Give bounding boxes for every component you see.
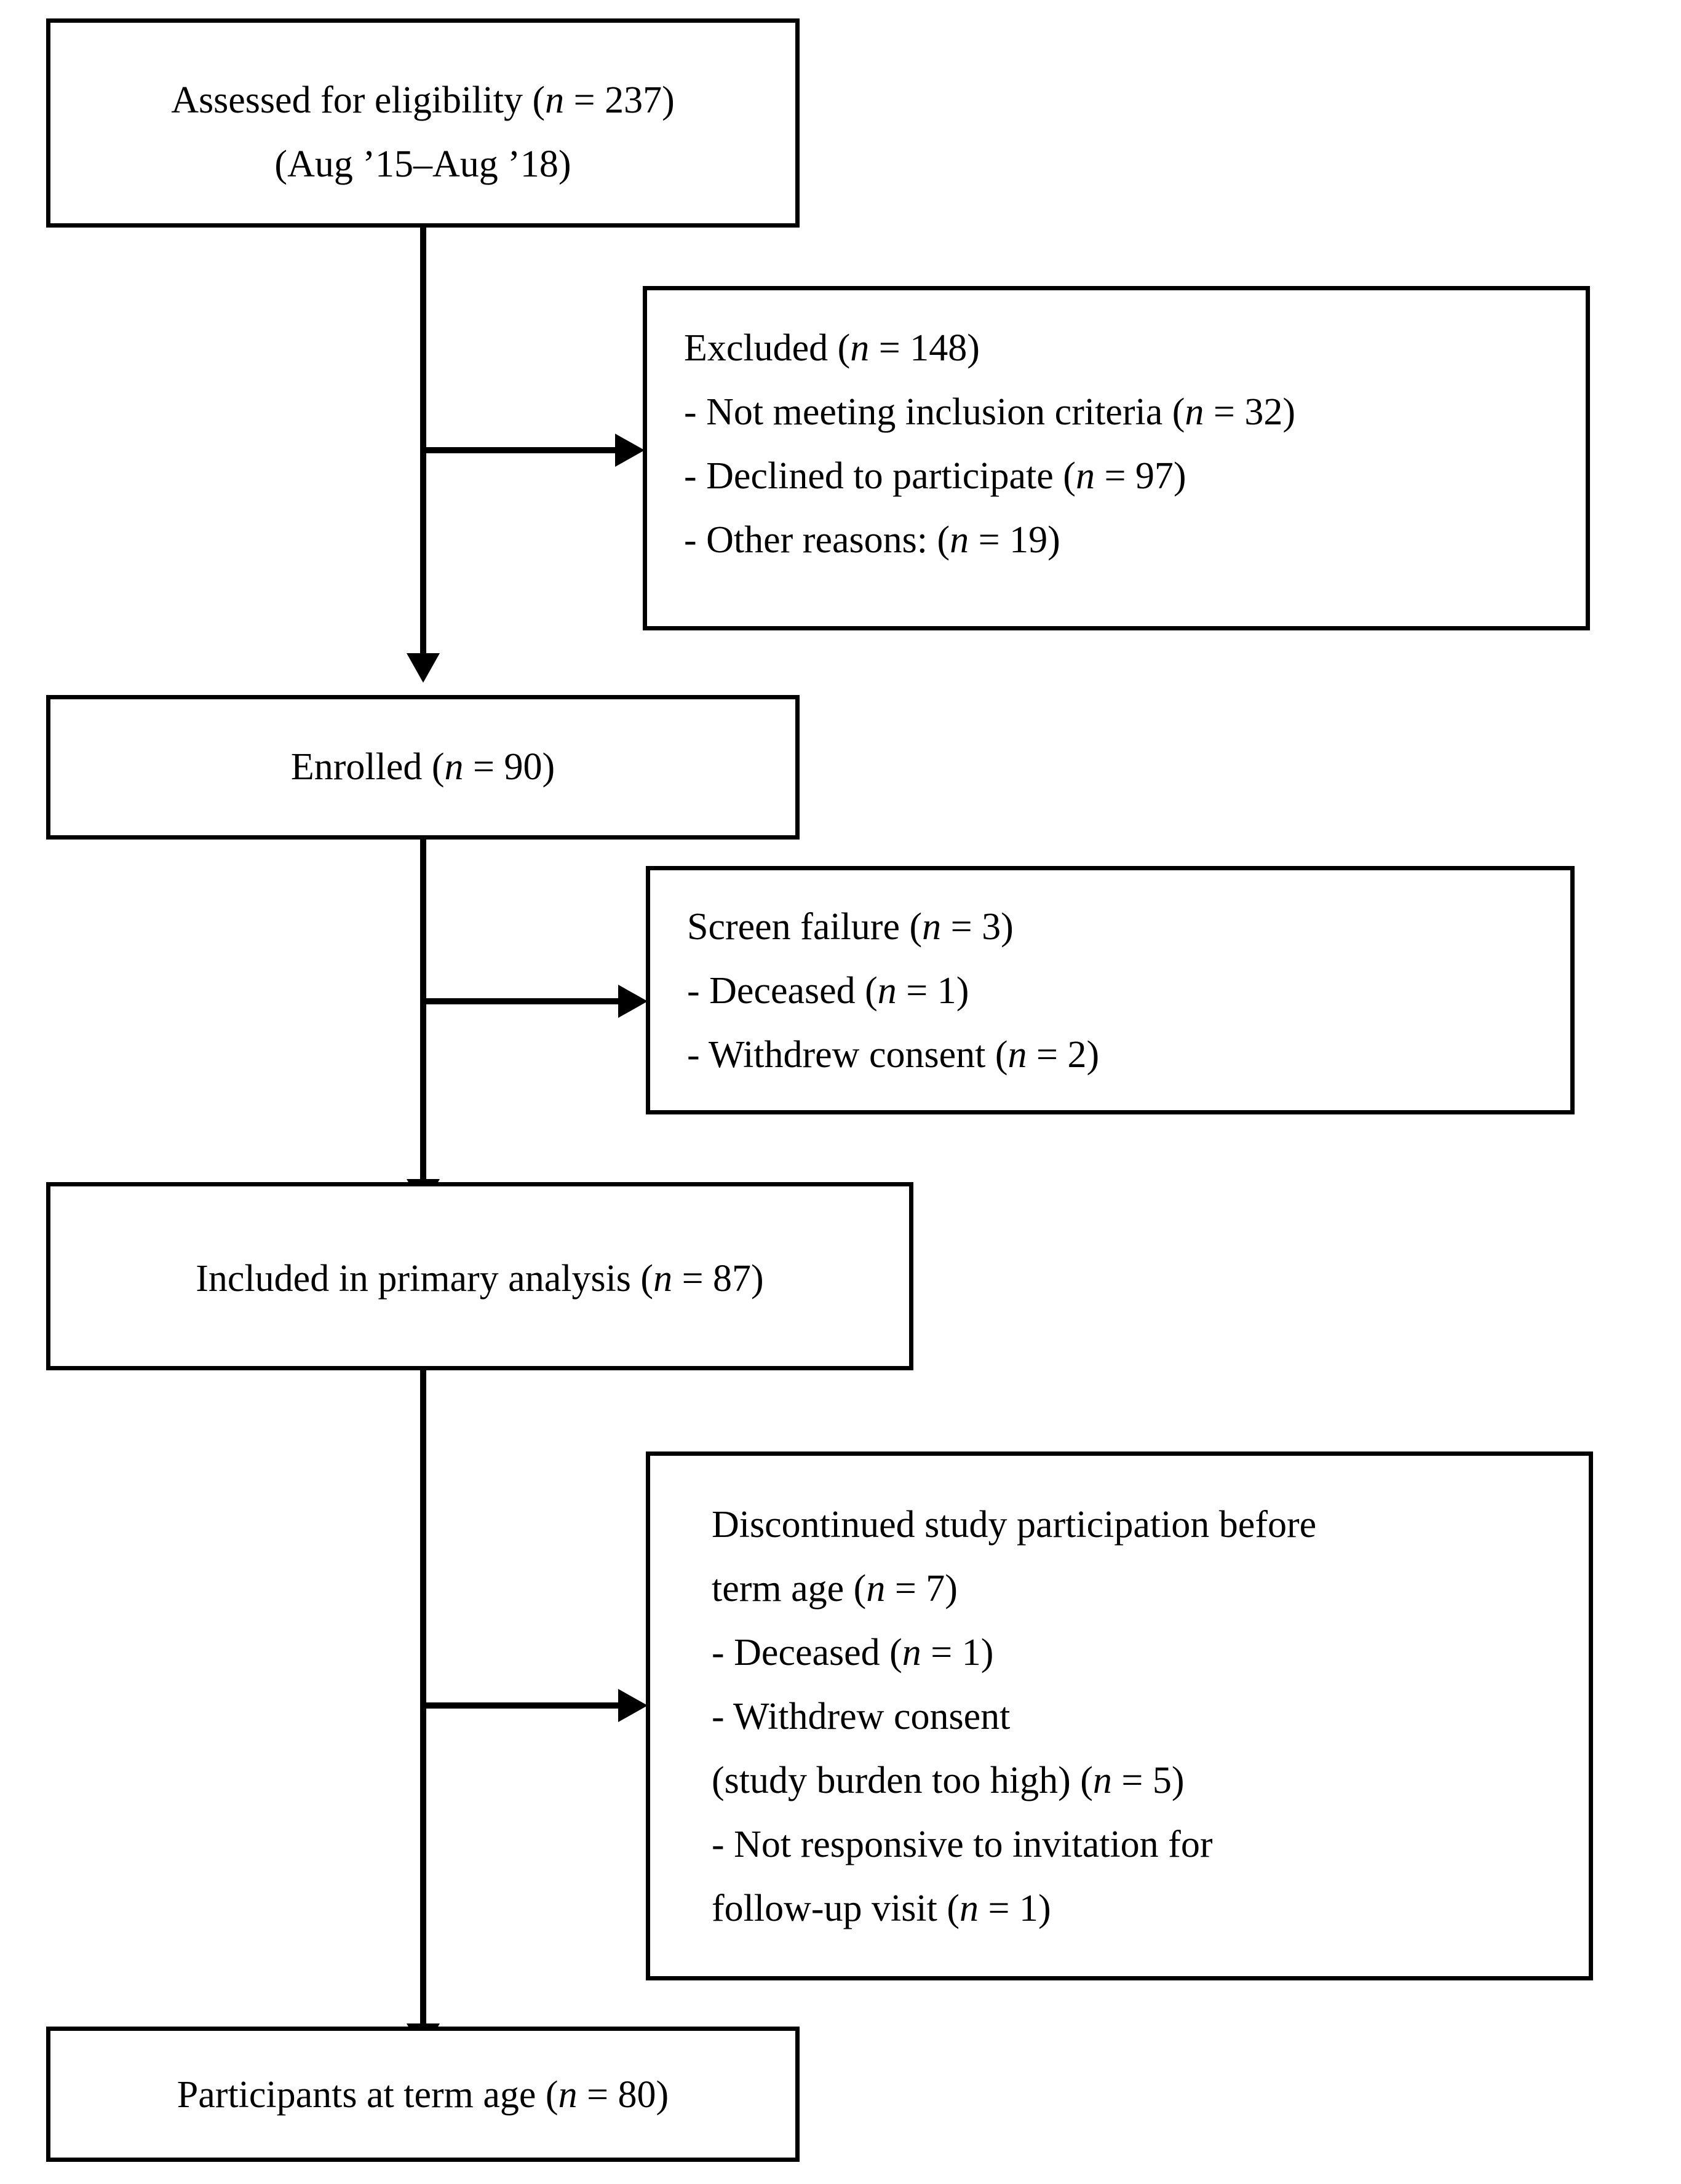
screen-failure-heading-prefix: Screen failure (	[687, 906, 923, 948]
box-screen-failure: Screen failure (n = 3)- Deceased (n = 1)…	[646, 866, 1575, 1114]
included-italic-n: n	[653, 1258, 673, 1300]
enrolled-text: Enrolled (n = 90)	[50, 735, 795, 799]
excluded-reason-1-italic-n: n	[1075, 455, 1095, 497]
connector-enrolled-to-included	[420, 840, 426, 1184]
discontinued-reason-0-suffix: = 1)	[921, 1632, 994, 1674]
included-text: Included in primary analysis (n = 87)	[50, 1247, 909, 1311]
connector-assessed-to-enrolled	[420, 228, 426, 658]
excluded-reason-0-italic-n: n	[1185, 391, 1204, 433]
box-assessed-for-eligibility: Assessed for eligibility (n = 237) (Aug ’…	[46, 18, 800, 228]
screen-failure-heading-suffix: = 3)	[941, 906, 1014, 948]
screen-failure-text: Screen failure (n = 3)- Deceased (n = 1)…	[650, 895, 1570, 1087]
excluded-text: Excluded (n = 148)- Not meeting inclusio…	[647, 316, 1586, 572]
participants-suffix: = 80)	[577, 2074, 669, 2116]
assessed-line2-period: (Aug ’15–Aug ’18)	[274, 143, 571, 185]
excluded-reason-1-prefix: - Declined to participate (	[684, 455, 1076, 497]
discontinued-reason-2-prefix: (study burden too high) (	[712, 1760, 1093, 1801]
discontinued-heading-line1: Discontinued study participation before	[712, 1504, 1317, 1546]
excluded-reason-0-suffix: = 32)	[1204, 391, 1295, 433]
discontinued-reason-2-suffix: = 5)	[1111, 1760, 1185, 1801]
arrowhead-into-enrolled	[407, 653, 440, 683]
discontinued-heading-line2-prefix: term age (	[712, 1568, 867, 1610]
assessed-line1-suffix: = 237)	[564, 79, 675, 121]
screen-failure-reason-0-prefix: - Deceased (	[687, 970, 878, 1012]
connector-to-screen-failure	[420, 998, 619, 1004]
screen-failure-reason-1-suffix: = 2)	[1027, 1034, 1100, 1076]
box-discontinued: Discontinued study participation before t…	[646, 1451, 1593, 1980]
excluded-reason-1-suffix: = 97)	[1094, 455, 1186, 497]
discontinued-reason-0-prefix: - Deceased (	[712, 1632, 902, 1674]
connector-to-discontinued	[420, 1702, 619, 1709]
participants-italic-n: n	[558, 2074, 578, 2116]
discontinued-reason-4-italic-n: n	[959, 1888, 979, 1929]
excluded-reason-2-italic-n: n	[950, 519, 969, 561]
discontinued-reason-4-prefix: follow-up visit (	[712, 1888, 960, 1929]
arrowhead-into-screen-failure	[618, 985, 648, 1018]
box-enrolled: Enrolled (n = 90)	[46, 695, 800, 840]
screen-failure-reason-1-prefix: - Withdrew consent (	[687, 1034, 1008, 1076]
excluded-reason-2-prefix: - Other reasons: (	[684, 519, 950, 561]
screen-failure-heading-italic-n: n	[922, 906, 942, 948]
box-excluded: Excluded (n = 148)- Not meeting inclusio…	[643, 286, 1590, 630]
screen-failure-reason-0-italic-n: n	[877, 970, 897, 1012]
discontinued-reason-4-suffix: = 1)	[978, 1888, 1051, 1929]
excluded-reason-2-suffix: = 19)	[969, 519, 1060, 561]
participants-prefix: Participants at term age (	[177, 2074, 558, 2116]
participants-text: Participants at term age (n = 80)	[50, 2063, 795, 2127]
screen-failure-reason-1-italic-n: n	[1007, 1034, 1027, 1076]
box-participants-at-term-age: Participants at term age (n = 80)	[46, 2027, 800, 2162]
assessed-line1-prefix: Assessed for eligibility (	[171, 79, 546, 121]
enrolled-prefix: Enrolled (	[290, 746, 445, 788]
excluded-reason-0-prefix: - Not meeting inclusion criteria (	[684, 391, 1185, 433]
discontinued-reason-1-prefix: - Withdrew consent	[712, 1696, 1011, 1737]
connector-included-to-participants	[420, 1370, 426, 2028]
discontinued-heading-italic-n: n	[866, 1568, 886, 1610]
discontinued-heading-line2-suffix: = 7)	[885, 1568, 958, 1610]
included-suffix: = 87)	[672, 1258, 764, 1300]
arrowhead-into-excluded	[615, 434, 645, 467]
enrolled-italic-n: n	[444, 746, 464, 788]
discontinued-text: Discontinued study participation before t…	[650, 1493, 1589, 1940]
arrowhead-into-discontinued	[618, 1689, 648, 1722]
excluded-heading-italic-n: n	[850, 327, 870, 369]
box-included-in-primary-analysis: Included in primary analysis (n = 87)	[46, 1182, 913, 1370]
assessed-line1-italic-n: n	[545, 79, 565, 121]
screen-failure-reason-0-suffix: = 1)	[896, 970, 969, 1012]
assessed-text: Assessed for eligibility (n = 237) (Aug ’…	[50, 68, 795, 196]
discontinued-reason-3-prefix: - Not responsive to invitation for	[712, 1824, 1213, 1865]
discontinued-reason-0-italic-n: n	[902, 1632, 921, 1674]
discontinued-reason-2-italic-n: n	[1092, 1760, 1112, 1801]
excluded-heading-prefix: Excluded (	[684, 327, 851, 369]
included-prefix: Included in primary analysis (	[196, 1258, 654, 1300]
enrolled-suffix: = 90)	[463, 746, 555, 788]
excluded-heading-suffix: = 148)	[869, 327, 980, 369]
connector-to-excluded	[420, 447, 616, 453]
